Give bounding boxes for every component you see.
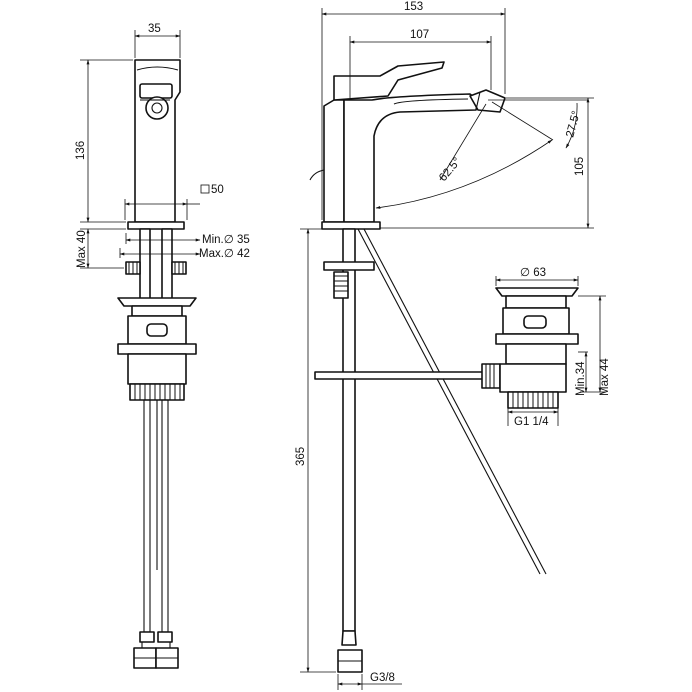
dim-total-depth: 153 [404,1,423,13]
dim-angle-nozzle: 27.5° [564,110,583,139]
dim-waste-min: Min.34 [575,361,587,396]
dim-max-hole: Max.∅ 42 [199,248,250,260]
side-mixer-body [323,99,345,223]
front-pop-up-waste [117,297,197,401]
dim-max-thickness: Max 40 [76,230,88,268]
dim-waste-diameter: ∅ 63 [520,267,546,279]
front-fixing-shank [125,228,187,300]
side-waste-assembly [481,287,579,409]
dim-waste-thread: G1 1/4 [514,416,549,428]
side-view: 153 107 105 27.5° 62.5° 365 G3/8 [295,1,611,690]
side-spout [343,93,479,223]
dim-total-height: 136 [75,141,87,160]
side-nozzle [469,89,506,113]
side-waste-control-rod [357,228,547,575]
dim-min-hole: Min.∅ 35 [202,234,250,246]
front-base-plate [127,221,185,230]
side-base-plate [321,221,381,230]
dim-waste-max: Max 44 [599,358,611,396]
dim-base-square: 50 [211,184,224,196]
side-handle-lever [333,61,445,101]
dim-spout-reach: 107 [410,29,429,41]
dim-spout-height: 105 [574,157,586,176]
front-control-knob [139,83,173,120]
front-view: 35 136 50 Max 40 Min.∅ 35 Max.∅ 42 [75,23,250,669]
side-fixing-shank [323,228,375,673]
dim-angle-swing: 62.5° [437,156,464,184]
side-horizontal-link [314,371,486,380]
front-flexible-hoses [133,399,179,669]
dim-hose-length: 365 [295,447,307,466]
dim-body-width: 35 [148,23,161,35]
dim-hose-thread: G3/8 [370,672,395,684]
